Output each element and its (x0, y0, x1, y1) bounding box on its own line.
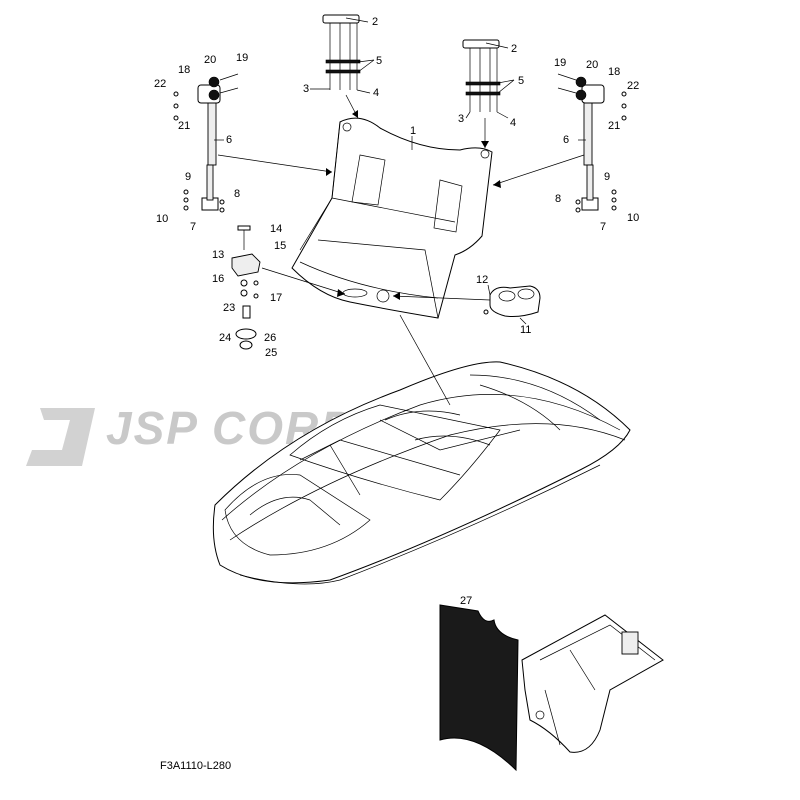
callout-24: 24 (219, 332, 231, 344)
callout-7b: 7 (600, 221, 606, 233)
cup-holder (392, 285, 541, 406)
callout-12: 12 (476, 274, 488, 286)
callout-15: 15 (274, 240, 286, 252)
callout-9b: 9 (604, 171, 610, 183)
callout-6a: 6 (226, 134, 232, 146)
callout-10b: 10 (627, 212, 639, 224)
callout-18b: 18 (608, 66, 620, 78)
watermark-logo (26, 408, 95, 466)
boat-hull (212, 361, 631, 585)
seat-base-bracket (521, 614, 664, 753)
callout-14: 14 (270, 223, 282, 235)
seat-assembly (291, 117, 493, 319)
small-hardware-left (231, 225, 346, 350)
callout-4b: 4 (510, 117, 516, 129)
callout-1: 1 (410, 125, 416, 137)
callout-23: 23 (223, 302, 235, 314)
center-hardware (322, 14, 501, 148)
callout-17: 17 (270, 292, 282, 304)
callout-5a: 5 (376, 55, 382, 67)
callout-16: 16 (212, 273, 224, 285)
callout-18a: 18 (178, 64, 190, 76)
callout-9a: 9 (185, 171, 191, 183)
callout-8b: 8 (555, 193, 561, 205)
leader-lines (214, 17, 586, 325)
callout-3a: 3 (303, 83, 309, 95)
callout-20a: 20 (204, 54, 216, 66)
callout-5b: 5 (518, 75, 524, 87)
right-pedestal (492, 73, 627, 213)
callout-6b: 6 (563, 134, 569, 146)
floor-mat (439, 604, 519, 772)
callout-22a: 22 (154, 78, 166, 90)
callout-10a: 10 (156, 213, 168, 225)
callout-21a: 21 (178, 120, 190, 132)
callout-21b: 21 (608, 120, 620, 132)
callout-19b: 19 (554, 57, 566, 69)
callout-8a: 8 (234, 188, 240, 200)
callout-26: 26 (264, 332, 276, 344)
callout-3b: 3 (458, 113, 464, 125)
diagram-code: F3A1110-L280 (160, 760, 231, 772)
callout-13: 13 (212, 249, 224, 261)
callout-2a: 2 (372, 16, 378, 28)
left-pedestal (173, 73, 333, 213)
callout-20b: 20 (586, 59, 598, 71)
callout-4a: 4 (373, 87, 379, 99)
callout-25: 25 (265, 347, 277, 359)
callouts: 1 2 2 3 3 4 4 5 5 6 6 7 7 8 8 9 9 10 10 … (154, 16, 639, 607)
callout-11: 11 (520, 324, 531, 336)
callout-22b: 22 (627, 80, 639, 92)
callout-27: 27 (460, 595, 472, 607)
callout-2b: 2 (511, 43, 517, 55)
callout-19a: 19 (236, 52, 248, 64)
callout-7a: 7 (190, 221, 196, 233)
